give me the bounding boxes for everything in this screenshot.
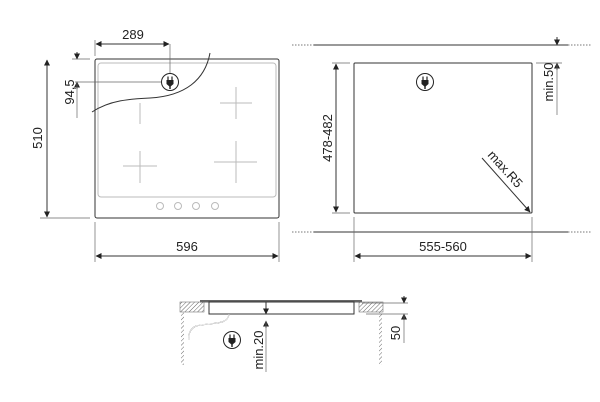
dim-555-560: 555-560	[419, 239, 467, 254]
plug-icon-section	[222, 330, 242, 350]
dim-596: 596	[176, 239, 198, 254]
section-view: min.20 50	[179, 296, 408, 372]
dim-289: 289	[122, 27, 144, 42]
glass-area	[97, 62, 277, 198]
hob-glass-plate	[200, 300, 362, 303]
cutout-view: 478-482 min.50 max.R5 555-560	[292, 37, 592, 262]
dim-478-482: 478-482	[320, 114, 335, 162]
hob-top-view: 289 94,5 510 596	[30, 27, 280, 262]
plug-icon-cutout	[415, 72, 435, 92]
dim-94-5: 94,5	[62, 79, 77, 104]
dim-min-50: min.50	[541, 62, 556, 101]
dim-min-20: min.20	[251, 330, 266, 369]
plug-icon	[160, 72, 180, 92]
dim-50: 50	[388, 326, 403, 340]
dim-510: 510	[30, 127, 45, 149]
hob-body	[208, 301, 355, 315]
cabinet-wall-right	[379, 312, 382, 365]
worktop-left	[179, 301, 205, 313]
cooking-zone-crosses	[123, 87, 257, 183]
control-knobs	[156, 202, 219, 210]
cutaway-curve	[91, 52, 211, 113]
cabinet-wall-left	[181, 312, 184, 365]
hob-outline	[94, 58, 280, 219]
worktop-right	[358, 301, 384, 313]
cutout-outline	[353, 62, 533, 214]
